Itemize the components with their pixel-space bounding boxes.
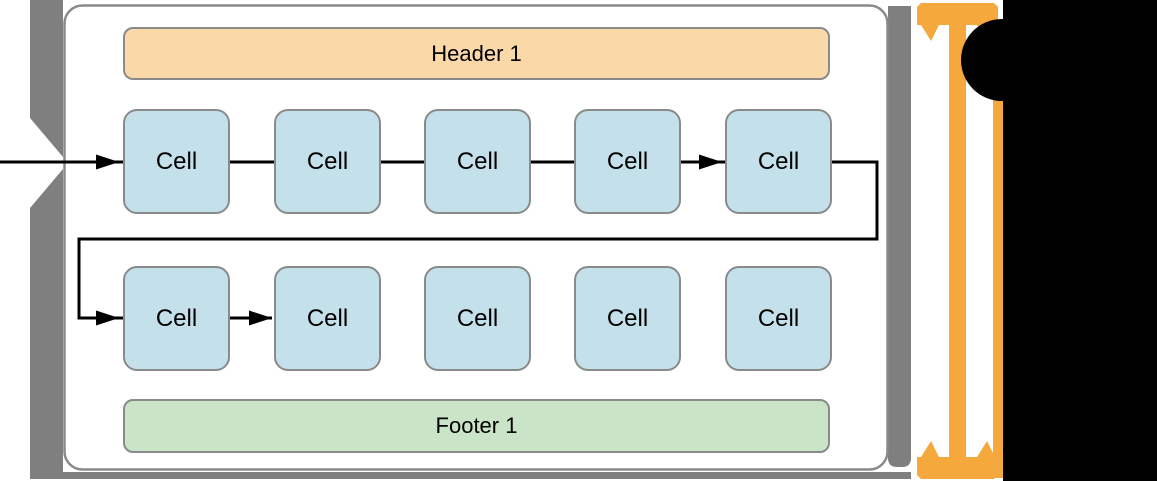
cell-row1-5: Cell xyxy=(725,109,832,214)
section-footer-label: Footer 1 xyxy=(435,413,518,438)
scroll-arrow-top-barb-left xyxy=(921,25,939,41)
scroll-arrow-bottom-barb-left xyxy=(921,441,939,457)
section-footer: Footer 1 xyxy=(123,399,830,453)
cell-row2-4: Cell xyxy=(574,266,681,371)
scroll-arrow-bottom-barb-right xyxy=(977,441,995,457)
cell-row1-3: Cell xyxy=(424,109,531,214)
cell-label: Cell xyxy=(757,147,800,175)
cell-label: Cell xyxy=(306,147,349,175)
flow-arrowhead-row1-cell5 xyxy=(699,154,722,170)
scroll-arrow-bottom-head xyxy=(917,457,998,479)
cell-label: Cell xyxy=(456,304,499,332)
section-header-label: Header 1 xyxy=(431,40,522,66)
cell-row1-1: Cell xyxy=(123,109,230,214)
cell-label: Cell xyxy=(606,147,649,175)
cell-label: Cell xyxy=(155,147,198,175)
cell-row1-2: Cell xyxy=(274,109,381,214)
screen-edge-bottom xyxy=(30,472,911,479)
cell-label: Cell xyxy=(155,304,198,332)
flow-arrowhead-row2-cell2 xyxy=(249,310,272,326)
scroll-arrow-right-strip xyxy=(993,88,1004,478)
screen-edge-left-lower xyxy=(30,169,63,472)
cell-row2-2: Cell xyxy=(274,266,381,371)
section-header: Header 1 xyxy=(123,27,830,80)
flow-arrowhead-row1-entry xyxy=(96,154,119,170)
screen-edge-left-upper xyxy=(30,0,63,157)
cell-row2-5: Cell xyxy=(725,266,832,371)
cell-row2-3: Cell xyxy=(424,266,531,371)
cell-row1-4: Cell xyxy=(574,109,681,214)
black-crop-region xyxy=(1003,0,1157,481)
scroll-arrow-top-head xyxy=(917,3,998,25)
cell-label: Cell xyxy=(606,304,649,332)
flow-arrowhead-row2-entry xyxy=(96,310,119,326)
screen-edge-right xyxy=(888,6,911,467)
cell-label: Cell xyxy=(456,147,499,175)
cell-label: Cell xyxy=(757,304,800,332)
scroll-arrow-shaft xyxy=(949,20,966,462)
cell-row2-1: Cell xyxy=(123,266,230,371)
cell-label: Cell xyxy=(306,304,349,332)
scroll-direction-arrow xyxy=(917,3,1004,479)
